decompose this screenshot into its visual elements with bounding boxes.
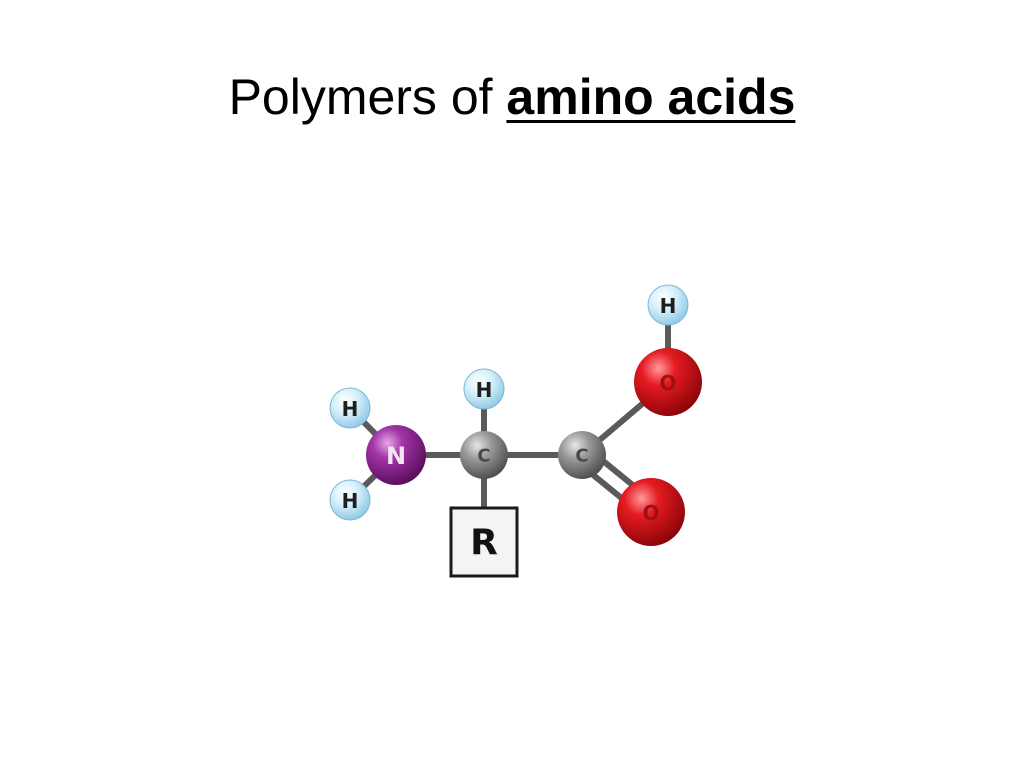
atom-hydrogen-alpha: H: [463, 368, 505, 410]
atom-label: H: [342, 397, 359, 421]
side-chain-box: R: [449, 506, 519, 578]
atom-hydroxyl-oxygen: O: [634, 348, 702, 416]
atom-alpha-carbon: C: [460, 431, 508, 479]
atom-label: H: [342, 489, 359, 513]
slide-title: Polymers of amino acids: [0, 64, 1024, 130]
atom-label: H: [476, 378, 493, 402]
atom-nitrogen: N: [366, 425, 426, 485]
title-emphasis: amino acids: [506, 69, 796, 125]
atom-hydroxyl-hydrogen: H: [647, 284, 689, 326]
atom-label: O: [659, 371, 676, 395]
atom-label: C: [477, 446, 490, 467]
atom-hydrogen-amine-bottom: H: [329, 479, 371, 521]
bonds: [347, 303, 671, 521]
atom-hydrogen-amine-top: H: [329, 387, 371, 429]
atom-carbonyl-oxygen: O: [617, 478, 685, 546]
atom-label: N: [386, 442, 406, 470]
atom-carboxyl-carbon: C: [558, 431, 606, 479]
atom-label: O: [642, 501, 659, 525]
atom-label: H: [660, 294, 677, 318]
side-chain-label: R: [470, 523, 498, 564]
title-prefix: Polymers of: [228, 69, 507, 125]
atom-label: C: [575, 446, 588, 467]
